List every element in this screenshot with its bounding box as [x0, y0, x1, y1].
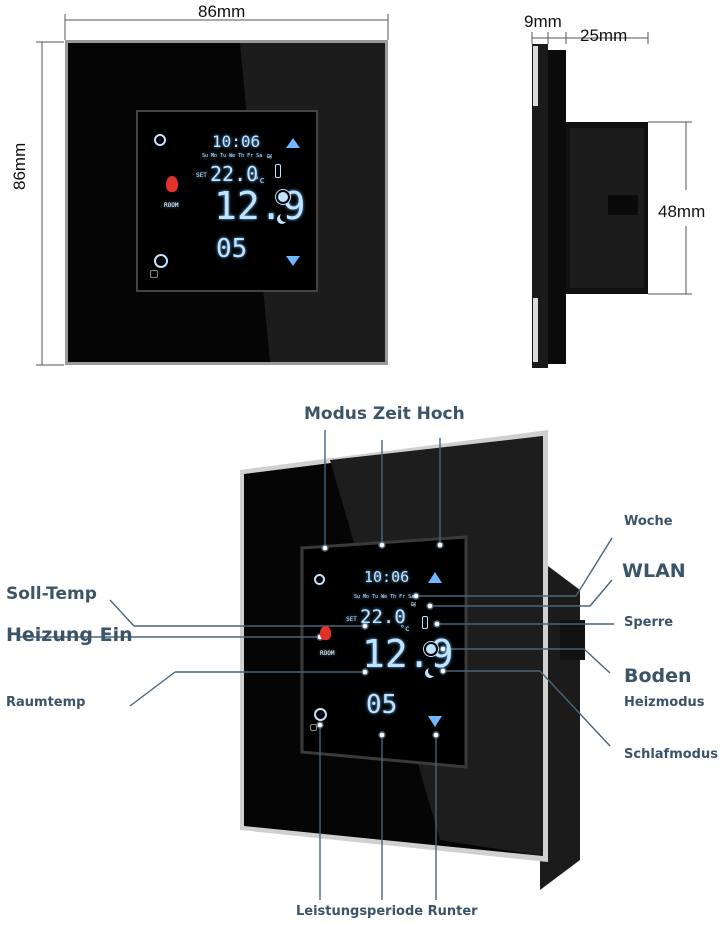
bottom-set-label: SET [346, 616, 357, 623]
bottom-lock-icon [310, 724, 317, 731]
bottom-sun-icon [426, 644, 436, 654]
bottom-room-temperature: 12.9 [362, 632, 454, 676]
top-unit-label: °c [254, 176, 265, 186]
callout-schlafmodus: Schlafmodus [624, 747, 718, 762]
bottom-set-temperature: 22.0 [360, 606, 406, 628]
body-height-label: 48mm [658, 202, 706, 221]
bottom-settings-icon[interactable] [314, 574, 325, 585]
top-sun-icon [278, 192, 288, 202]
callout-boden: Boden [624, 665, 692, 687]
bottom-thermometer-icon [422, 616, 428, 629]
bottom-time-display: 10:06 [364, 568, 410, 586]
bottom-period-display: 05 [366, 690, 398, 720]
top-period-display: 05 [216, 234, 248, 264]
bottom-weekdays: Su Mo Tu We Th Fr Sa [354, 594, 415, 600]
callout-wlan: WLAN [622, 560, 686, 582]
bottom-room-label: ROOM [320, 650, 335, 657]
front-view-drawing [36, 14, 389, 366]
top-thermometer-icon [275, 164, 281, 178]
height-dimension-label: 86mm [10, 142, 29, 190]
top-set-temperature: 22.0 [210, 162, 259, 186]
top-lock-icon [150, 270, 158, 278]
callout-soll-temp: Soll-Temp [6, 584, 97, 604]
top-room-temperature: 12.9 [214, 184, 306, 228]
bottom-wifi-icon: ≋ [410, 600, 417, 609]
bottom-up-arrow-icon[interactable] [428, 572, 442, 583]
body-depth-label: 25mm [580, 26, 628, 45]
top-moon-icon [280, 212, 290, 222]
callout-raumtemp: Raumtemp [6, 695, 86, 710]
perspective-drawing [20, 430, 614, 900]
glass-depth-label: 9mm [524, 12, 562, 31]
bottom-lcd-display: 10:06 Su Mo Tu We Th Fr Sa ≋ SET 22.0 °c… [304, 552, 464, 752]
bottom-unit-label: °c [400, 624, 410, 633]
top-power-icon[interactable] [154, 254, 168, 268]
bottom-down-arrow-icon[interactable] [428, 716, 442, 727]
side-view [520, 0, 720, 380]
side-view-drawing [531, 32, 692, 368]
callout-modus-zeit-hoch: Modus Zeit Hoch [304, 404, 465, 424]
perspective-view [0, 390, 720, 924]
callout-leistungsperiode-runter: Leistungsperiode Runter [296, 904, 478, 919]
front-view [0, 0, 400, 380]
top-down-arrow-icon[interactable] [286, 256, 300, 266]
top-lcd-display: 10:06 Su Mo Tu We Th Fr Sa ≋ SET 22.0 °c… [140, 114, 314, 288]
callout-sperre: Sperre [624, 615, 674, 630]
top-set-label: SET [196, 172, 207, 179]
top-heat-flame-icon [166, 176, 178, 192]
top-room-label: ROOM [164, 202, 179, 209]
bottom-heat-flame-icon [320, 626, 331, 640]
top-wifi-icon: ≋ [266, 152, 273, 161]
callout-woche: Woche [624, 514, 673, 529]
callout-heizung-ein: Heizung Ein [6, 624, 133, 646]
width-dimension-label: 86mm [198, 2, 246, 21]
top-time-display: 10:06 [212, 132, 261, 151]
top-settings-icon[interactable] [154, 134, 166, 146]
bottom-moon-icon [428, 666, 438, 676]
top-up-arrow-icon[interactable] [286, 138, 300, 148]
callout-heizmodus: Heizmodus [624, 695, 705, 710]
top-weekdays: Su Mo Tu We Th Fr Sa [202, 153, 263, 159]
bottom-power-icon[interactable] [314, 708, 327, 721]
